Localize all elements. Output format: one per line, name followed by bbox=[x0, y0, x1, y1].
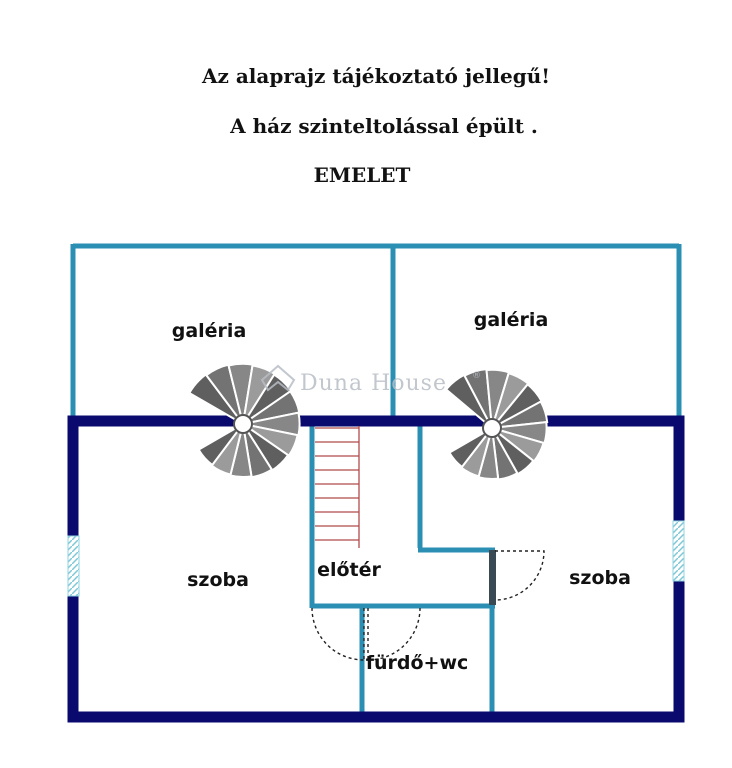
room-label-room-left: szoba bbox=[187, 569, 249, 591]
registered-mark: ® bbox=[472, 371, 481, 381]
room-label-room-right: szoba bbox=[569, 567, 631, 589]
spiral-hub bbox=[233, 414, 253, 434]
spiral-staircase-right bbox=[444, 368, 549, 481]
duna-house-watermark: Duna House ® bbox=[260, 364, 481, 396]
room-label-gallery-right: galéria bbox=[474, 309, 549, 331]
gallery-walls bbox=[70, 243, 682, 420]
disclaimer-heading: Az alaprajz tájékoztató jellegű! bbox=[201, 64, 551, 88]
straight-staircase bbox=[315, 426, 360, 548]
door-swings bbox=[311, 550, 545, 661]
window-right bbox=[672, 520, 685, 582]
room-label-gallery-left: galéria bbox=[172, 320, 247, 342]
split-level-note: A ház szinteltolással épült . bbox=[230, 114, 538, 138]
spiral-tread bbox=[197, 427, 239, 467]
spiral-tread bbox=[448, 431, 488, 469]
room-label-hallway: előtér bbox=[317, 559, 381, 581]
spiral-hub bbox=[482, 418, 502, 438]
window-left bbox=[67, 535, 80, 597]
house-logo-icon bbox=[260, 364, 296, 392]
watermark-text: Duna House bbox=[300, 371, 447, 396]
door-jamb bbox=[489, 550, 496, 605]
floor-title: EMELET bbox=[313, 163, 411, 187]
spiral-staircase-left bbox=[187, 362, 301, 479]
room-label-bathroom: fürdő+wc bbox=[366, 652, 469, 674]
